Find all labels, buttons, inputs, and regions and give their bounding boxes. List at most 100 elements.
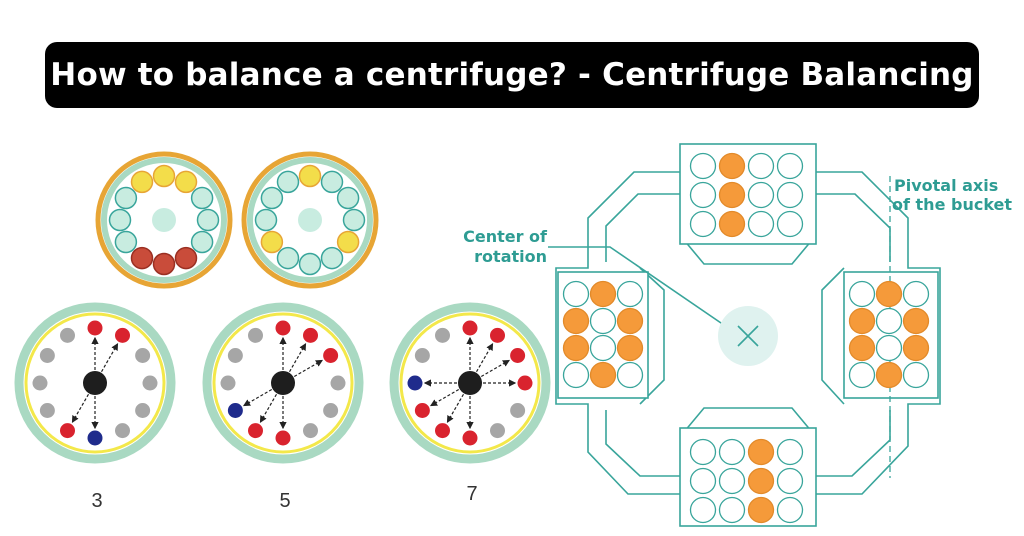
inner-arm-top [605, 193, 891, 262]
force-arrow [475, 342, 494, 373]
bucket-tube [747, 152, 775, 180]
bucket-arm-top [683, 239, 813, 265]
tube-position [32, 375, 48, 391]
tube-position [510, 348, 526, 363]
bucket-tube [875, 361, 903, 389]
axis-label-line1: Pivotal axis [894, 176, 998, 195]
center-label-line1: Center of [463, 227, 548, 246]
tube-position [517, 375, 533, 391]
bucket-tube [776, 467, 804, 495]
tube-slot [174, 170, 198, 194]
bucket-tube [747, 181, 775, 209]
spindle [271, 371, 295, 395]
tube-position [115, 423, 130, 439]
tube-position [303, 327, 318, 343]
tube-slot [320, 170, 344, 194]
tube-slot [260, 186, 284, 210]
tube-position [462, 430, 478, 446]
bucket-tube [562, 307, 590, 335]
tube-position [510, 403, 526, 418]
tube-slot [276, 246, 300, 270]
tube-position [248, 327, 263, 343]
bucket-tube [589, 307, 617, 335]
tube-position [227, 348, 243, 363]
bucket-tube [848, 280, 876, 308]
tube-position [490, 327, 505, 343]
rotor-5-tubes [202, 302, 364, 464]
tube-position [435, 327, 450, 343]
bucket-tube [616, 334, 644, 362]
page-title: How to balance a centrifuge? - Centrifug… [50, 57, 974, 93]
tube-position [275, 320, 291, 336]
bucket-tube [616, 307, 644, 335]
bucket-tube [848, 307, 876, 335]
tube-slot [108, 208, 132, 232]
bucket-tube [747, 467, 775, 495]
bucket-arm-left [639, 267, 665, 405]
tube-slot [130, 170, 154, 194]
tube-position [135, 403, 151, 418]
bucket-tube [848, 334, 876, 362]
rotor-inner-ring [24, 312, 166, 454]
tube-position [435, 423, 450, 439]
bucket-tube [562, 280, 590, 308]
bucket-tube [616, 280, 644, 308]
bucket-tube [875, 280, 903, 308]
bucket-tube [902, 334, 930, 362]
bucket-tube [776, 438, 804, 466]
tube-position [462, 320, 478, 336]
bucket-tube [589, 361, 617, 389]
tube-position [87, 320, 103, 336]
rotor-inner-ring [399, 312, 541, 454]
bucket-tube [747, 496, 775, 524]
bucket-tube [776, 152, 804, 180]
tube-position [60, 423, 75, 439]
tube-position [303, 423, 318, 439]
inner-arm-bottom [605, 410, 891, 477]
tube-position [490, 423, 505, 439]
tube-position [227, 403, 243, 418]
tube-position [135, 348, 151, 363]
tube-slot [276, 170, 300, 194]
tube-position [39, 403, 55, 418]
bucket-tube [718, 210, 746, 238]
tube-position [60, 327, 75, 343]
tube-position [330, 375, 346, 391]
force-arrow [429, 388, 460, 407]
tube-position [323, 348, 339, 363]
x-mark-icon [737, 325, 759, 347]
tube-slot [130, 246, 154, 270]
rotor-3-tubes [14, 302, 176, 464]
bucket-tube [689, 181, 717, 209]
bucket-tube [689, 210, 717, 238]
spindle [458, 371, 482, 395]
rotor-unbalanced [95, 151, 233, 289]
bucket-tube [562, 361, 590, 389]
tube-slot [190, 230, 214, 254]
count-label-7: 7 [466, 483, 477, 505]
spindle [83, 371, 107, 395]
bucket-tube [875, 307, 903, 335]
tube-slot [298, 164, 322, 188]
tube-position [248, 423, 263, 439]
bucket-tube [689, 496, 717, 524]
bucket-tube [589, 280, 617, 308]
tube-slot [336, 186, 360, 210]
tube-position [142, 375, 158, 391]
bucket-tube [589, 334, 617, 362]
bucket-tube [747, 438, 775, 466]
bucket-tube [616, 361, 644, 389]
force-arrow [293, 359, 324, 378]
bucket-tube [848, 361, 876, 389]
tube-position [39, 348, 55, 363]
force-arrow [71, 393, 90, 424]
rotor-hub [298, 208, 322, 232]
tube-slot [190, 186, 214, 210]
bucket-tube [718, 496, 746, 524]
rotor-hub [152, 208, 176, 232]
tube-position [414, 403, 430, 418]
title-banner: How to balance a centrifuge? - Centrifug… [45, 42, 979, 108]
bucket-tube [776, 210, 804, 238]
bucket-tube [902, 307, 930, 335]
